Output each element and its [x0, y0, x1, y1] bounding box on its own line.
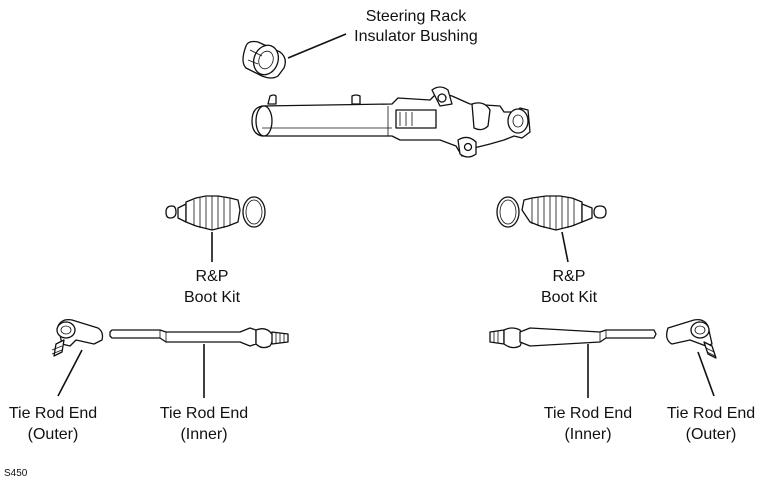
- tie-rod-end-inner-right: [489, 327, 657, 349]
- boot-left-label-line2: Boot Kit: [184, 289, 241, 306]
- outer-left-label-line1: Tie Rod End: [9, 405, 97, 422]
- outer-left-leader: [57, 349, 83, 397]
- insulator-bushing: [242, 40, 286, 79]
- outer-right-label-line2: (Outer): [686, 426, 737, 443]
- boot-left-label-line1: R&P: [196, 268, 229, 285]
- boot-kit-left: [165, 195, 266, 231]
- insulator-label-line2: Insulator Bushing: [354, 28, 478, 45]
- figure-code: S450: [4, 468, 28, 479]
- inner-left-label-line1: Tie Rod End: [160, 405, 248, 422]
- boot-right-label-line2: Boot Kit: [541, 289, 598, 306]
- inner-left-label-line2: (Inner): [180, 426, 227, 443]
- outer-left-label-line2: (Outer): [28, 426, 79, 443]
- steering-rack-housing: [251, 86, 531, 158]
- boot-right-label-line1: R&P: [553, 268, 586, 285]
- insulator-label-line1: Steering Rack: [366, 8, 467, 25]
- boot-kit-right: [496, 195, 607, 231]
- inner-right-label-line1: Tie Rod End: [544, 405, 632, 422]
- outer-right-label-line1: Tie Rod End: [667, 405, 755, 422]
- tie-rod-end-outer-right: [666, 318, 717, 359]
- tie-rod-end-inner-left: [109, 327, 289, 349]
- boot-right-leader: [561, 231, 569, 263]
- insulator-leader: [287, 33, 347, 59]
- tie-rod-end-outer-left: [51, 318, 104, 357]
- inner-right-label-line2: (Inner): [564, 426, 611, 443]
- outer-right-leader: [697, 351, 715, 397]
